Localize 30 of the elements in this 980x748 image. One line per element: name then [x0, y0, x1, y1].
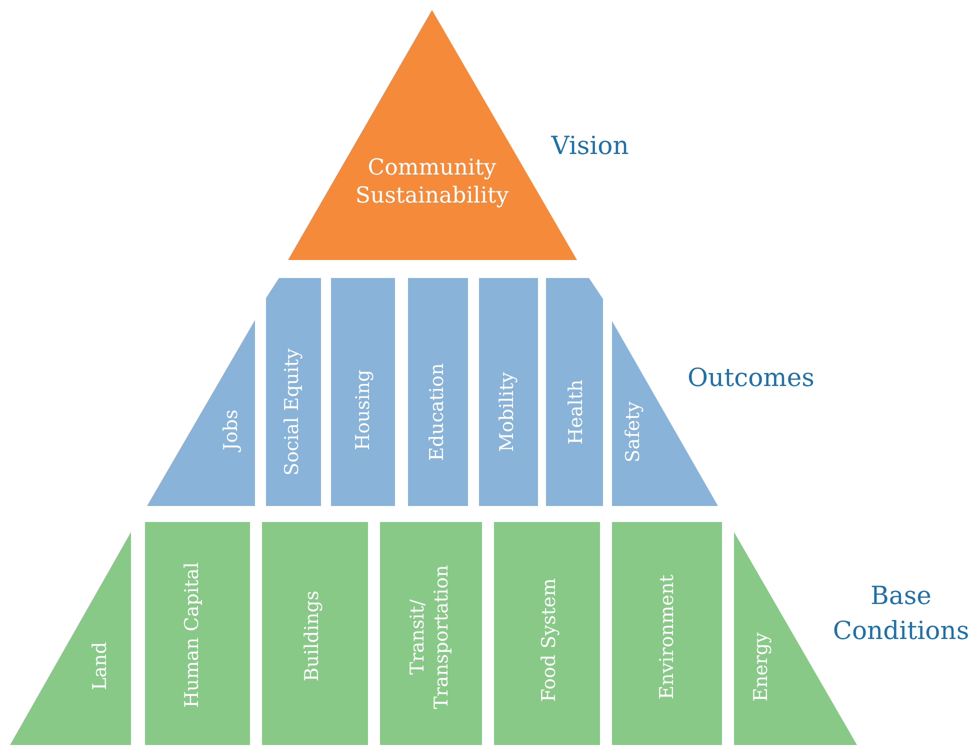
label-text: Human Capital — [181, 562, 204, 708]
label-text: Housing — [352, 370, 376, 450]
outcome-bar — [479, 278, 538, 506]
label-text: Mobility — [496, 372, 520, 452]
label-text: Buildings — [301, 590, 324, 682]
outcome-bar — [408, 278, 468, 506]
label-text: Jobs — [220, 410, 244, 450]
condition-bar — [262, 522, 368, 745]
condition-bar — [380, 522, 482, 745]
label-text: Education — [426, 363, 450, 461]
outcome-bar — [266, 278, 321, 506]
label-text: Safety — [622, 402, 646, 462]
outcome-bar — [546, 278, 603, 506]
condition-triangle — [10, 532, 131, 745]
tier-label: Base Conditions — [832, 580, 970, 647]
condition-bar — [494, 522, 600, 745]
label-text: Land — [89, 642, 112, 690]
label-text: Energy — [750, 632, 774, 702]
tier-label: Vision — [550, 130, 630, 162]
label-text: Social Equity — [281, 348, 304, 476]
tier-label: Outcomes — [686, 362, 816, 394]
condition-bar — [145, 522, 250, 745]
condition-bar — [612, 522, 722, 745]
outcome-triangle — [147, 320, 255, 506]
label-text: Transit/ Transportation — [406, 564, 453, 712]
label-text: Community Sustainability — [354, 154, 510, 210]
label-text: Health — [565, 379, 588, 445]
label-text: Environment — [656, 574, 680, 700]
label-text: Food System — [538, 578, 562, 702]
outcome-bar — [331, 278, 395, 506]
